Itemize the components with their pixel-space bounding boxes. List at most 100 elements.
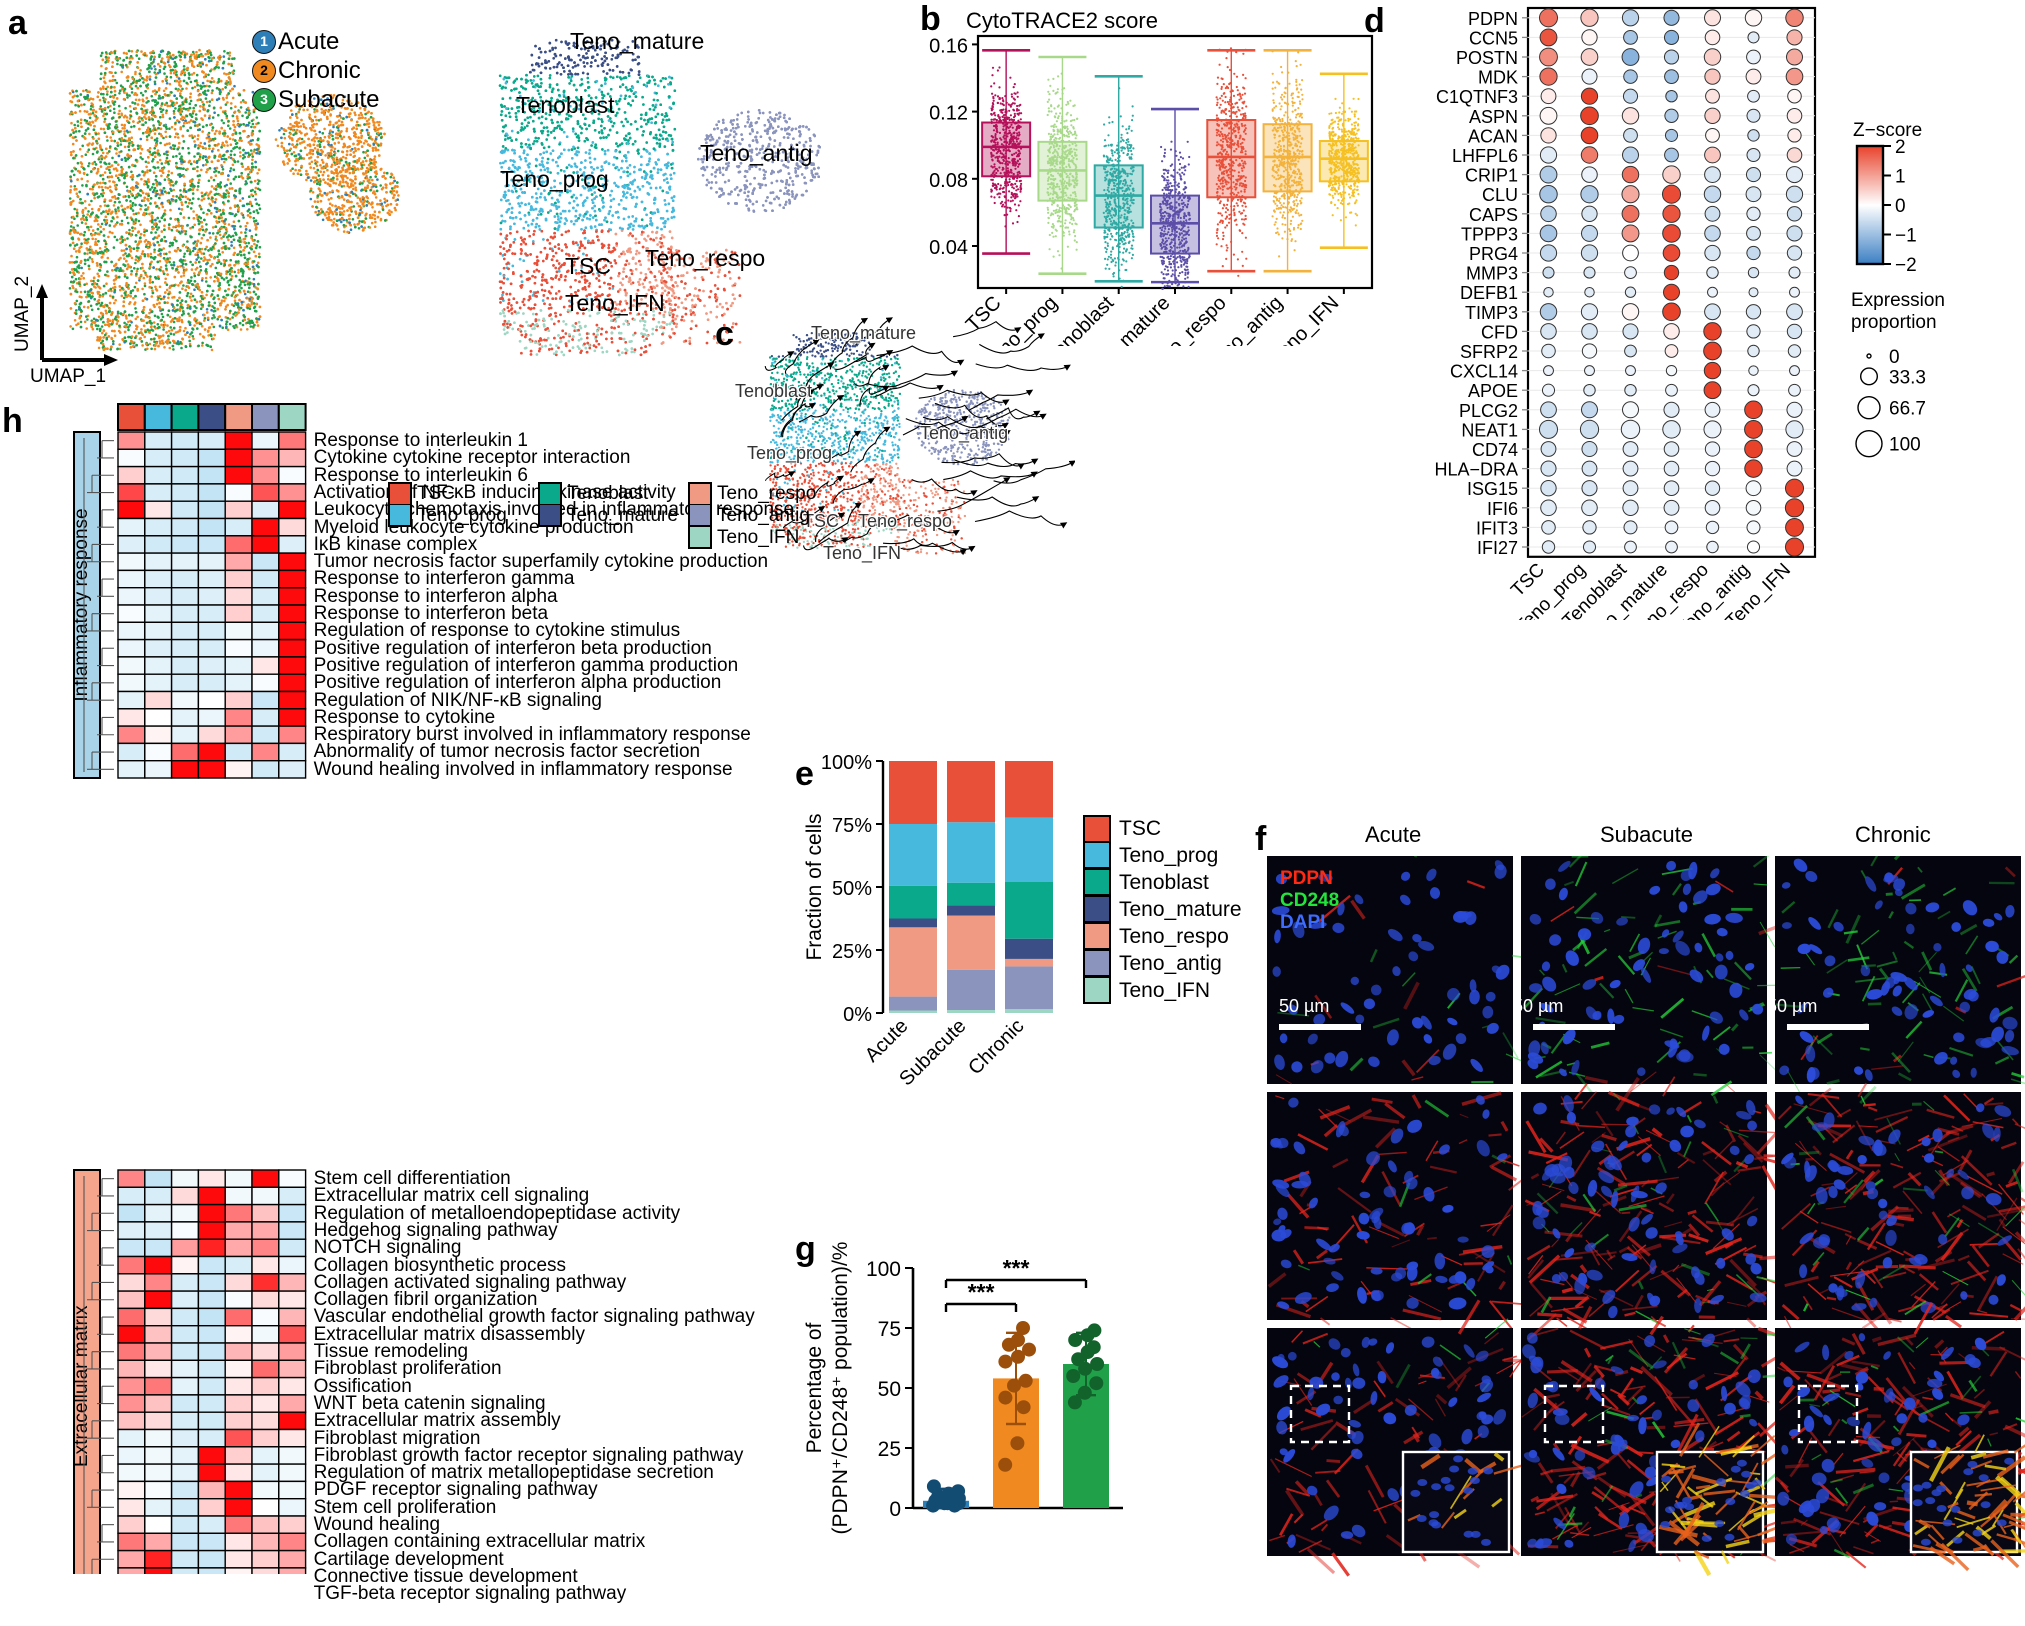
color-swatch [388,482,412,506]
h-legend-item: TSC [388,482,455,506]
heatmap-row-label: Fibroblast proliferation [314,1358,502,1380]
heatmap-row-label: Positive regulation of interferon beta p… [314,638,712,660]
heatmap-row-label: Collagen activated signaling pathway [314,1272,627,1294]
panel-c: c Teno_mature Tenoblast Teno_prog Teno_a… [715,315,1075,605]
heatmap-row-label: Extracellular matrix assembly [314,1410,561,1432]
h-legend-item: Tenoblast [538,482,648,506]
heatmap-row-label: Fibroblast migration [314,1428,481,1450]
panel-a-legend: 1 Acute 2 Chronic 3 Subacute [252,28,379,114]
e-legend-item: Tenoblast [1083,869,1242,896]
h-legend-label: Teno_prog [417,505,507,527]
cluster-label-teno-ifn: Teno_IFN [565,290,665,317]
panel-b-label: b [920,0,941,39]
heatmap-row-label: Positive regulation of interferon gamma … [314,655,739,677]
c-label-teno-respo: Teno_respo [858,511,952,532]
c-label-teno-prog: Teno_prog [747,443,832,464]
heatmap-row-label: Wound healing involved in inflammatory r… [314,759,733,781]
e-legend-label: Teno_mature [1119,898,1242,922]
heatmap-row-label: Hedgehog signaling pathway [314,1220,558,1242]
heatmap-row-label: Stem cell differentiation [314,1168,511,1190]
c-label-tsc: TSC [803,511,839,532]
f-col-header-acute: Acute [1365,822,1421,848]
color-swatch [388,504,412,527]
heatmap-row-label: Extracellular matrix disassembly [314,1324,585,1346]
heatmap-row-label: Ossification [314,1376,412,1398]
e-legend-item: Teno_respo [1083,923,1242,950]
heatmap-row-label: Stem cell proliferation [314,1497,497,1519]
panel-h-label: h [2,402,23,441]
color-swatch [538,504,562,527]
heatmap-row-label: Extracellular matrix cell signaling [314,1185,590,1207]
e-legend-label: Teno_IFN [1119,979,1210,1003]
heatmap-row-label: Regulation of response to cytokine stimu… [314,620,680,642]
heatmap-row-label: Collagen containing extracellular matrix [314,1531,646,1553]
heatmap-row-label: NOTCH signaling [314,1237,462,1259]
panel-a: a UMAP_2 UMAP_1 1 Acute 2 Chronic 3 Suba… [0,0,960,400]
panel-f-label: f [1255,820,1266,859]
panel-d-dotplot: PDPNCCN5POSTNMDKC1QTNF3ASPNACANLHFPL6CRI… [1434,6,1945,620]
heatmap-row-label: Response to interferon gamma [314,568,575,590]
panel-b-boxplot: 0.160.120.080.04TSCTeno_progTenoblastTen… [929,34,1374,346]
cluster-label-teno-prog: Teno_prog [500,166,609,193]
e-legend-label: Teno_respo [1119,925,1229,949]
panel-e-label: e [795,755,814,794]
e-legend-label: Teno_prog [1119,844,1218,868]
heatmap-row-label: Cartilage development [314,1549,504,1571]
color-swatch [688,482,712,506]
f-scalebar-label-2: 50 µm [1513,996,1563,1017]
heatmap-row-label: Fibroblast growth factor receptor signal… [314,1445,744,1467]
c-label-teno-ifn: Teno_IFN [823,543,901,564]
heatmap-row-label: Regulation of matrix metallopeptidase se… [314,1462,714,1484]
heatmap-row-label: Tumor necrosis factor superfamily cytoki… [314,551,768,573]
panel-c-velocity [764,317,1075,556]
legend-item-subacute: 3 Subacute [252,86,379,114]
heatmap-row-label: Abnormality of tumor necrosis factor sec… [314,741,701,763]
color-swatch [688,526,712,549]
panel-d-label: d [1364,2,1385,41]
heatmap-row-label: Vascular endothelial growth factor signa… [314,1306,755,1328]
c-label-tenoblast: Tenoblast [735,381,812,402]
heatmap-row-label: Collagen fibril organization [314,1289,538,1311]
color-swatch [1083,950,1111,977]
color-swatch [1083,923,1111,950]
heatmap-row-label: PDGF receptor signaling pathway [314,1479,598,1501]
umap-x-axis-label: UMAP_1 [30,366,106,387]
h-legend-item: Teno_prog [388,504,507,527]
e-legend-label: TSC [1119,817,1161,841]
h-legend-item: Teno_respo [688,482,816,506]
heatmap-row-label: Cytokine cytokine receptor interaction [314,447,631,469]
f-channel-pdpn: PDPN [1280,868,1333,890]
heatmap-row-label: Regulation of NIK/NF-κB signaling [314,690,602,712]
umap-y-axis-label: UMAP_2 [12,276,33,352]
legend-marker-2: 2 [252,59,276,83]
heatmap-row-label: Response to cytokine [314,707,496,729]
panel-g-label: g [795,1230,816,1269]
f-col-header-chronic: Chronic [1855,822,1931,848]
cluster-label-teno-antig: Teno_antig [700,140,813,167]
h-legend-label: Teno_IFN [717,527,799,549]
legend-label-acute: Acute [278,28,339,56]
heatmap-row-label: TGF-beta receptor signaling pathway [314,1583,627,1605]
color-swatch [1083,869,1111,896]
f-channel-cd248: CD248 [1280,890,1339,912]
heatmap-row-label: Collagen biosynthetic process [314,1255,566,1277]
legend-item-acute: 1 Acute [252,28,379,56]
legend-marker-3: 3 [252,88,276,112]
color-swatch [688,504,712,527]
c-label-teno-antig: Teno_antig [920,423,1008,444]
h-legend-label: Teno_mature [567,505,678,527]
legend-marker-1: 1 [252,30,276,54]
color-swatch [1083,814,1111,843]
cluster-label-teno-mature: Teno_mature [570,28,704,55]
heatmap-row-label: IκB kinase complex [314,534,478,556]
heatmap-row-label: Wound healing [314,1514,440,1536]
e-legend-item: Teno_antig [1083,950,1242,977]
c-label-teno-mature: Teno_mature [811,323,916,344]
panel-e-stacked-bar: 100%75%50%25%0%AcuteSubacuteChronicFract… [803,752,1053,1090]
